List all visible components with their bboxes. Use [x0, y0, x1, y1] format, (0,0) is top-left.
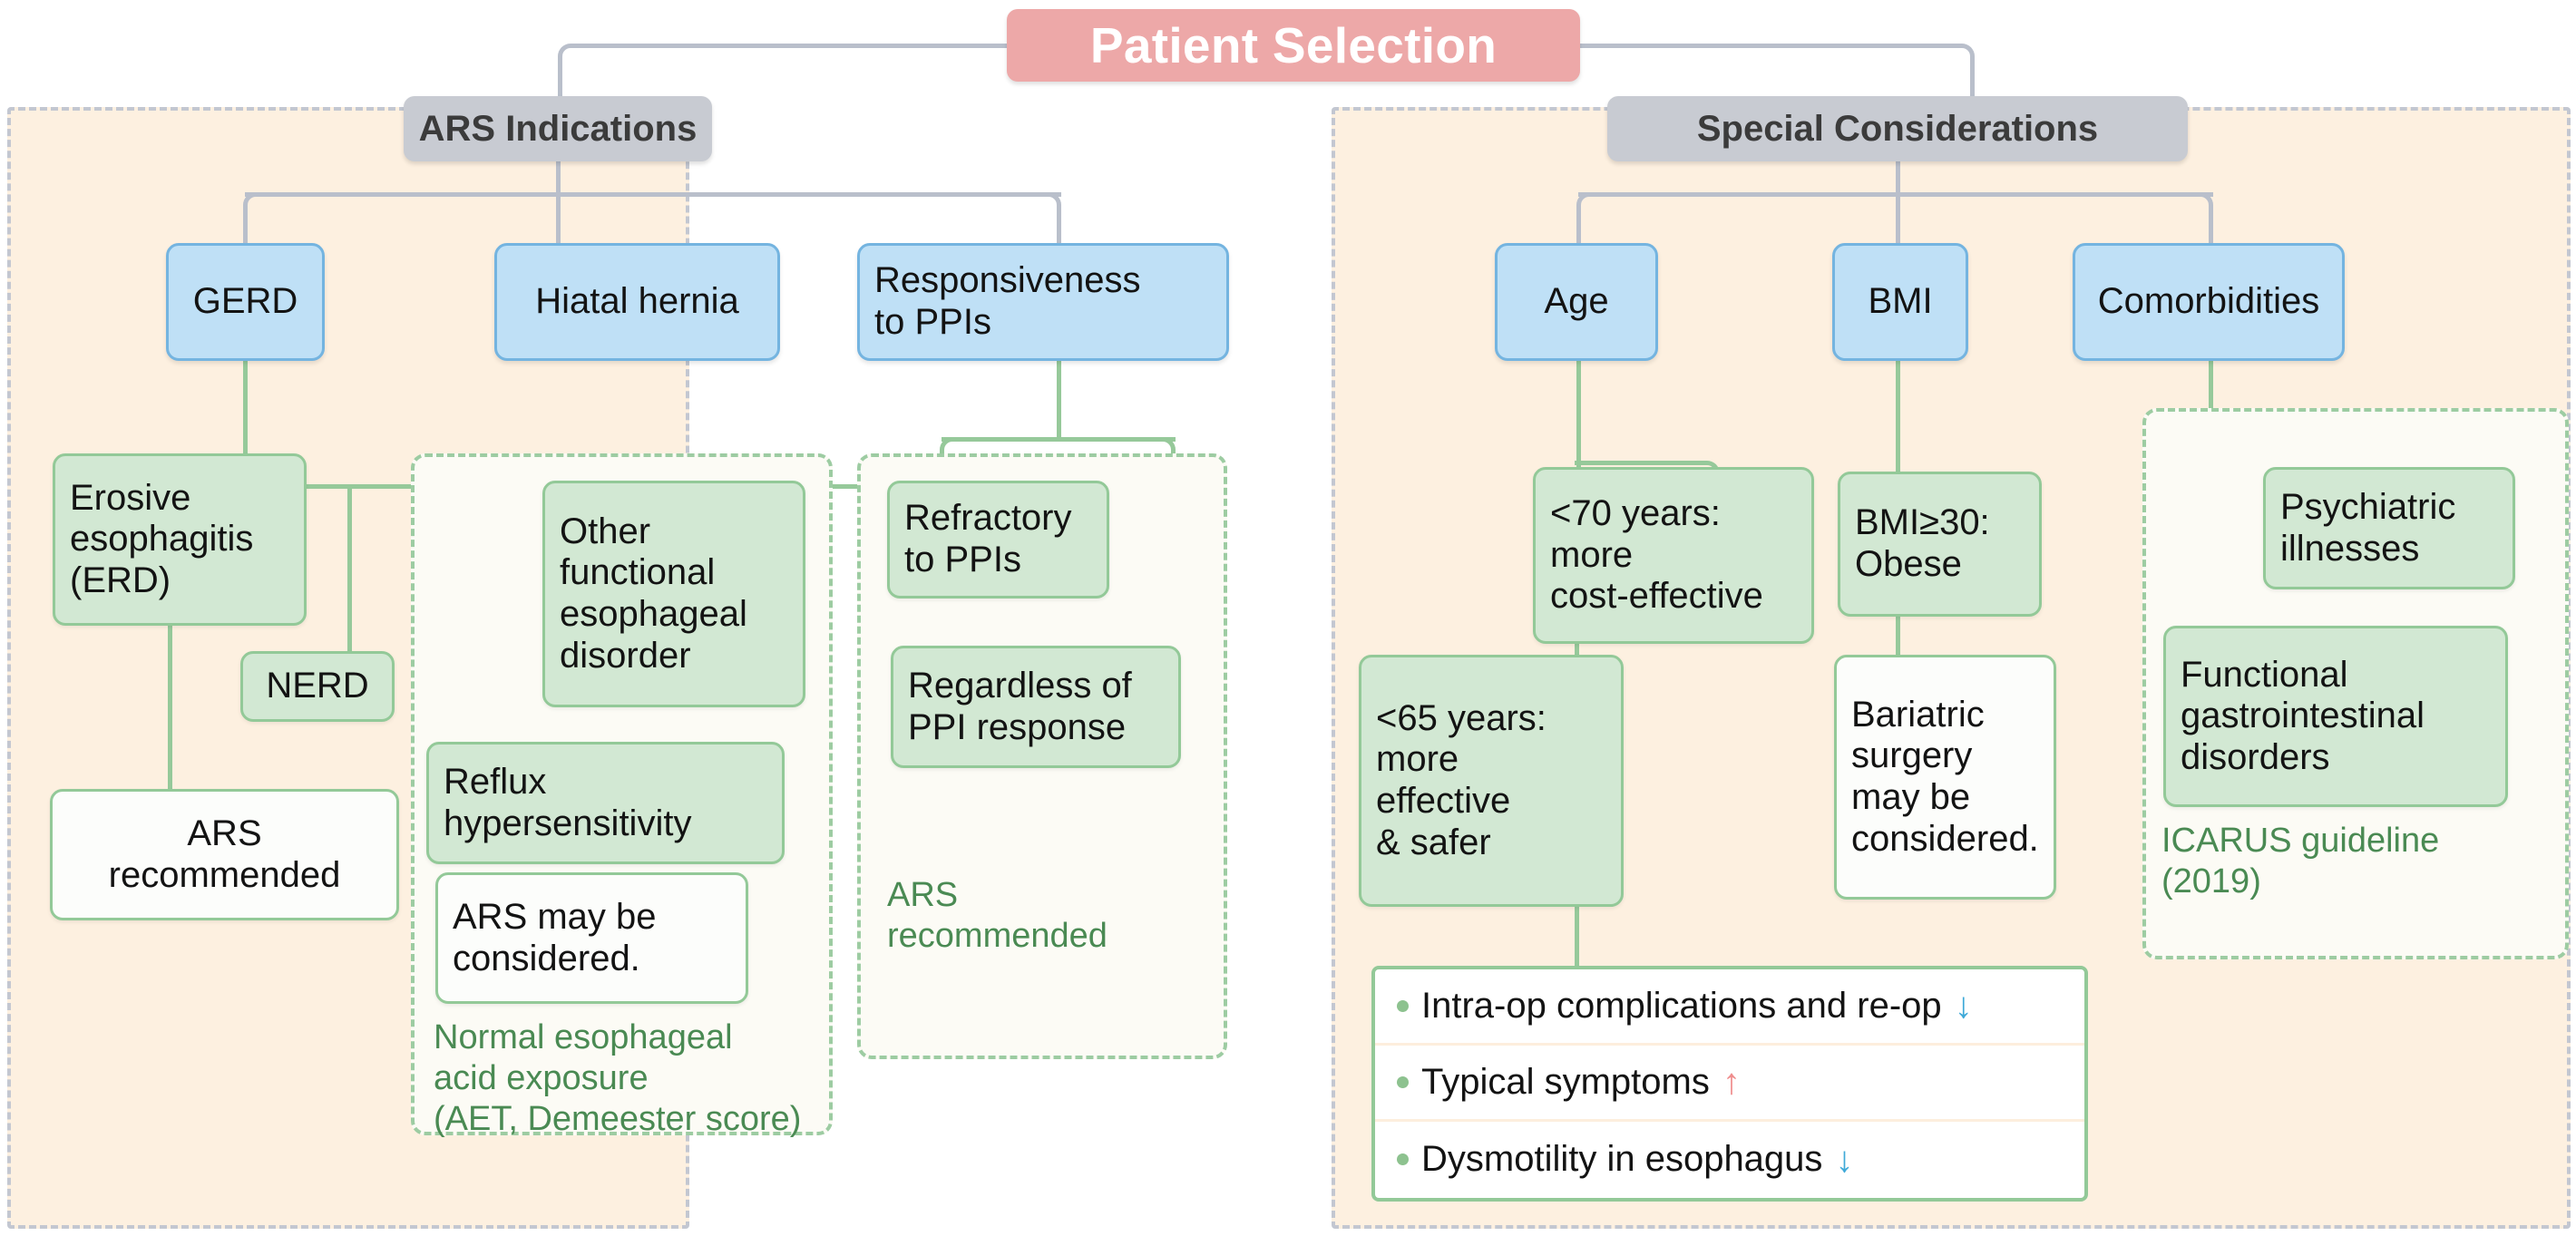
node-gerd-label: GERD: [192, 281, 298, 322]
node-regardless-ppi-response[interactable]: Regardless of PPI response: [891, 646, 1181, 768]
node-responsiveness-to-ppis-label: Responsiveness to PPIs: [874, 260, 1141, 342]
bullet-dot-icon: [1397, 999, 1409, 1012]
node-age-under-70[interactable]: <70 years: more cost-effective: [1533, 467, 1814, 644]
connector-refractory-elbow: [940, 437, 965, 468]
connector-ars-fan: [245, 192, 1061, 197]
note-icarus-guideline: ICARUS guideline (2019): [2161, 822, 2440, 900]
node-reflux-hypersensitivity-label: Reflux hypersensitivity: [444, 761, 692, 843]
node-erosive-esophagitis[interactable]: Erosive esophagitis (ERD): [53, 453, 307, 626]
connector-gerd-down: [243, 359, 248, 486]
list-item-label: Typical symptoms: [1421, 1061, 1710, 1102]
node-ars-recommended-gerd[interactable]: ARS recommended: [50, 789, 399, 920]
connector-bmi-down: [1896, 359, 1900, 477]
node-responsiveness-to-ppis[interactable]: Responsiveness to PPIs: [857, 243, 1229, 361]
connector-ars-stem: [556, 161, 561, 194]
node-age-under-70-label: <70 years: more cost-effective: [1550, 493, 1763, 617]
connector-root-left: [558, 44, 1011, 96]
header-ars-indications-label: ARS Indications: [418, 108, 698, 149]
connector-hiatal-drop: [556, 192, 561, 245]
header-ars-indications[interactable]: ARS Indications: [404, 96, 712, 161]
connector-ppi-down: [1057, 359, 1061, 441]
header-patient-selection[interactable]: Patient Selection: [1007, 9, 1580, 82]
node-other-functional-disorder[interactable]: Other functional esophageal disorder: [542, 481, 805, 707]
header-special-considerations-label: Special Considerations: [1696, 108, 2099, 149]
connector-nerd-drop: [347, 484, 352, 657]
node-reflux-hypersensitivity[interactable]: Reflux hypersensitivity: [426, 742, 785, 864]
node-hiatal-hernia[interactable]: Hiatal hernia: [494, 243, 780, 361]
list-item[interactable]: Typical symptoms ↑: [1375, 1046, 2084, 1122]
arrow-up-icon: ↑: [1722, 1062, 1741, 1103]
node-comorbidities[interactable]: Comorbidities: [2073, 243, 2345, 361]
list-item-label: Dysmotility in esophagus: [1421, 1139, 1823, 1180]
connector-comorbidities-drop: [2209, 218, 2213, 245]
note-normal-acid-exposure: Normal esophageal acid exposure (AET, De…: [434, 1018, 802, 1138]
node-erosive-esophagitis-label: Erosive esophagitis (ERD): [70, 477, 254, 600]
connector-spc-fan-left: [1576, 192, 1604, 229]
connector-gerd-drop: [243, 218, 248, 245]
connector-ppi-split: [942, 437, 1176, 442]
list-item-label: Intra-op complications and re-op: [1421, 985, 1942, 1026]
list-age-outcomes: Intra-op complications and re-op ↓ Typic…: [1371, 966, 2088, 1202]
connector-ars-fan-left: [243, 192, 270, 229]
connector-ars-fan-right: [1034, 192, 1061, 229]
header-patient-selection-label: Patient Selection: [1089, 17, 1498, 73]
connector-erosive-outcome: [168, 626, 172, 791]
node-bariatric-surgery-label: Bariatric surgery may be considered.: [1851, 694, 2039, 859]
node-age-under-65-label: <65 years: more effective & safer: [1376, 697, 1547, 862]
note-ars-recommended-ppi: ARS recommended: [887, 876, 1107, 955]
connector-spc-stem: [1896, 161, 1900, 194]
node-bariatric-surgery[interactable]: Bariatric surgery may be considered.: [1834, 655, 2056, 900]
node-bmi[interactable]: BMI: [1832, 243, 1968, 361]
connector-age-outcomes: [1575, 907, 1579, 970]
node-age[interactable]: Age: [1495, 243, 1658, 361]
node-ars-may-be-considered[interactable]: ARS may be considered.: [435, 872, 748, 1004]
node-bmi-label: BMI: [1868, 281, 1933, 322]
node-refractory-to-ppis[interactable]: Refractory to PPIs: [887, 481, 1109, 599]
node-age-under-65[interactable]: <65 years: more effective & safer: [1359, 655, 1624, 907]
connector-regardless-elbow: [1150, 437, 1176, 468]
bullet-dot-icon: [1397, 1075, 1409, 1088]
node-functional-gi-disorders-label: Functional gastrointestinal disorders: [2181, 654, 2425, 777]
connector-ppi-drop: [1057, 218, 1061, 245]
list-item[interactable]: Dysmotility in esophagus ↓: [1375, 1122, 2084, 1198]
node-refractory-to-ppis-label: Refractory to PPIs: [904, 498, 1072, 579]
node-regardless-ppi-response-label: Regardless of PPI response: [908, 665, 1132, 747]
node-hiatal-hernia-label: Hiatal hernia: [535, 281, 739, 322]
connector-bmi-bariatric: [1896, 617, 1900, 662]
list-item[interactable]: Intra-op complications and re-op ↓: [1375, 969, 2084, 1046]
node-ars-may-be-considered-label: ARS may be considered.: [453, 896, 657, 978]
bullet-dot-icon: [1397, 1153, 1409, 1166]
node-ars-recommended-gerd-label: ARS recommended: [108, 813, 341, 895]
connector-age-down: [1576, 359, 1581, 468]
node-other-functional-disorder-label: Other functional esophageal disorder: [560, 511, 747, 676]
arrow-down-icon: ↓: [1954, 986, 1973, 1027]
header-special-considerations[interactable]: Special Considerations: [1607, 96, 2188, 161]
node-psychiatric-illnesses[interactable]: Psychiatric illnesses: [2263, 467, 2515, 589]
arrow-down-icon: ↓: [1835, 1139, 1854, 1180]
node-age-label: Age: [1544, 281, 1609, 322]
node-bmi-obese-label: BMI≥30: Obese: [1855, 502, 1990, 584]
node-gerd[interactable]: GERD: [166, 243, 325, 361]
node-functional-gi-disorders[interactable]: Functional gastrointestinal disorders: [2163, 626, 2508, 807]
node-psychiatric-illnesses-label: Psychiatric illnesses: [2280, 486, 2456, 569]
node-nerd-label: NERD: [266, 666, 369, 706]
connector-root-right: [1576, 44, 1975, 96]
node-comorbidities-label: Comorbidities: [2097, 281, 2320, 322]
node-bmi-obese[interactable]: BMI≥30: Obese: [1838, 472, 2042, 617]
connector-bmi-drop: [1896, 192, 1900, 245]
node-nerd[interactable]: NERD: [240, 651, 395, 722]
connector-age-drop: [1576, 218, 1581, 245]
connector-spc-fan-right: [2186, 192, 2213, 229]
